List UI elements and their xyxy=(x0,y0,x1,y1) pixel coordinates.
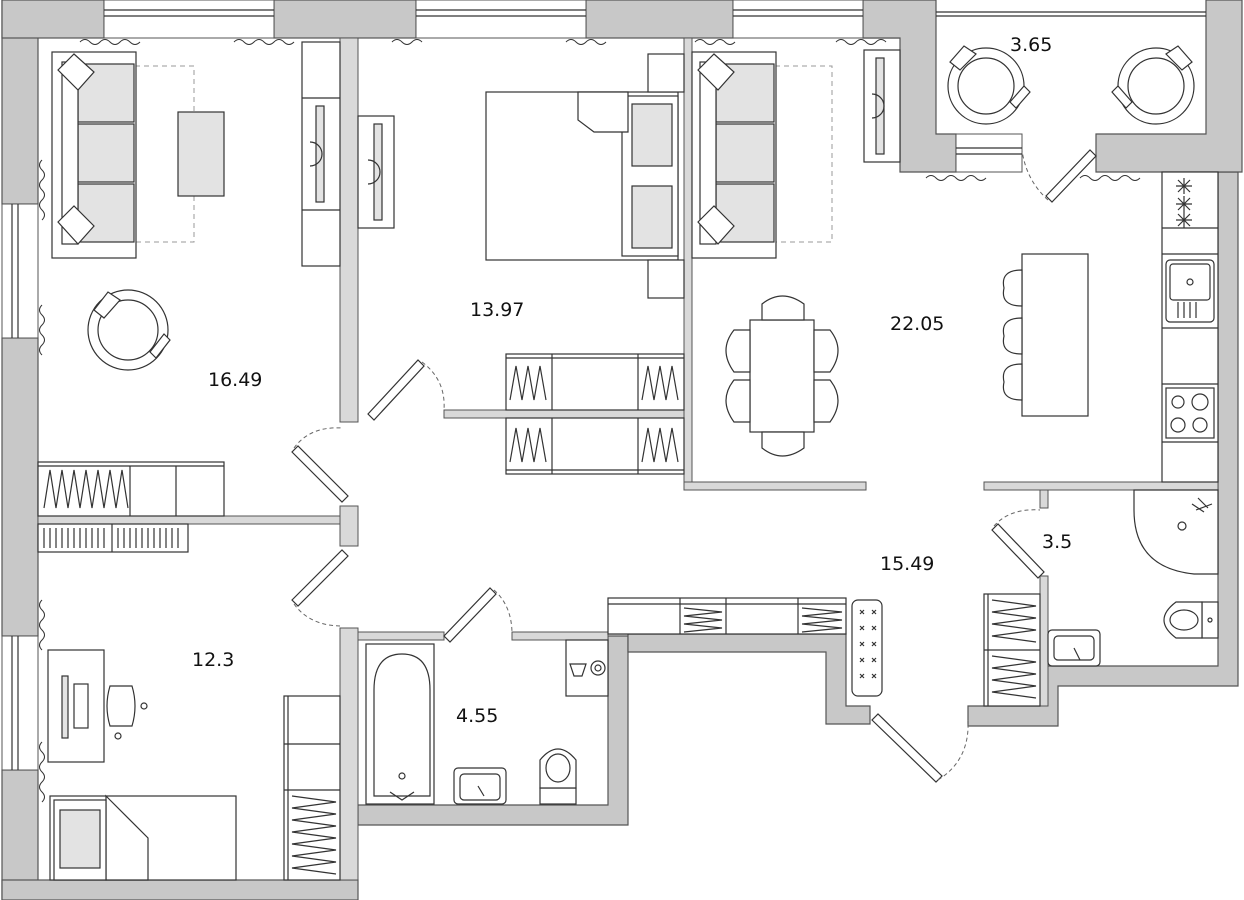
washing-machine-icon xyxy=(565,639,609,697)
sink-icon xyxy=(1047,629,1101,667)
wardrobe-icon xyxy=(283,695,341,881)
stove-icon xyxy=(1165,387,1215,439)
bed-icon xyxy=(485,53,685,299)
area-label-kitchen-living: 22.05 xyxy=(890,313,944,335)
area-label-balcony: 3.65 xyxy=(1010,34,1052,56)
sofa-icon xyxy=(51,51,137,259)
coffee-table xyxy=(177,111,225,197)
area-label-shower-room: 3.5 xyxy=(1042,531,1072,553)
kitchen-living xyxy=(691,49,1219,483)
wardrobe-icon xyxy=(505,353,685,475)
shower-icon xyxy=(1133,489,1219,575)
bathroom xyxy=(365,639,609,805)
balcony xyxy=(947,45,1195,125)
tv-icon xyxy=(863,49,901,163)
kids-room xyxy=(37,523,341,881)
bed-icon xyxy=(49,794,237,881)
area-label-living-room: 16.49 xyxy=(208,369,262,391)
interior-walls xyxy=(37,37,1219,881)
area-label-bedroom: 13.97 xyxy=(470,299,524,321)
kitchen-counter xyxy=(1161,171,1219,483)
dining-table-icon xyxy=(725,295,839,457)
hallway xyxy=(607,593,1041,707)
wardrobe-icon xyxy=(983,593,1041,707)
armchair-icon xyxy=(1111,45,1195,125)
wardrobe-icon xyxy=(37,461,225,517)
area-label-kids-room: 12.3 xyxy=(192,649,234,671)
sink-icon xyxy=(1165,259,1215,323)
tv-icon xyxy=(301,41,341,267)
area-label-bathroom: 4.55 xyxy=(456,705,498,727)
shoe-rack xyxy=(851,599,883,697)
toilet-icon xyxy=(539,748,577,805)
bathtub-icon xyxy=(365,643,435,805)
window-icon xyxy=(1,0,1206,771)
living-room xyxy=(37,41,341,517)
armchair-icon xyxy=(947,45,1031,125)
desk-icon xyxy=(47,649,148,763)
curtains xyxy=(39,39,1141,803)
shower-room xyxy=(1047,489,1219,667)
sofa-icon xyxy=(691,51,777,259)
toilet-icon xyxy=(1163,601,1219,639)
bookshelf xyxy=(37,523,189,553)
wardrobe-icon xyxy=(607,597,847,635)
armchair-icon xyxy=(87,289,171,371)
kitchen-island xyxy=(1002,253,1089,417)
sink-icon xyxy=(453,767,507,805)
tv-icon xyxy=(357,115,395,229)
area-labels: 16.49 13.97 22.05 3.65 3.5 15.49 12.3 4.… xyxy=(192,34,1072,727)
door-icon[interactable] xyxy=(291,149,1097,783)
area-label-hallway: 15.49 xyxy=(880,553,934,575)
bedroom xyxy=(357,53,685,475)
chair-icon xyxy=(725,295,839,457)
